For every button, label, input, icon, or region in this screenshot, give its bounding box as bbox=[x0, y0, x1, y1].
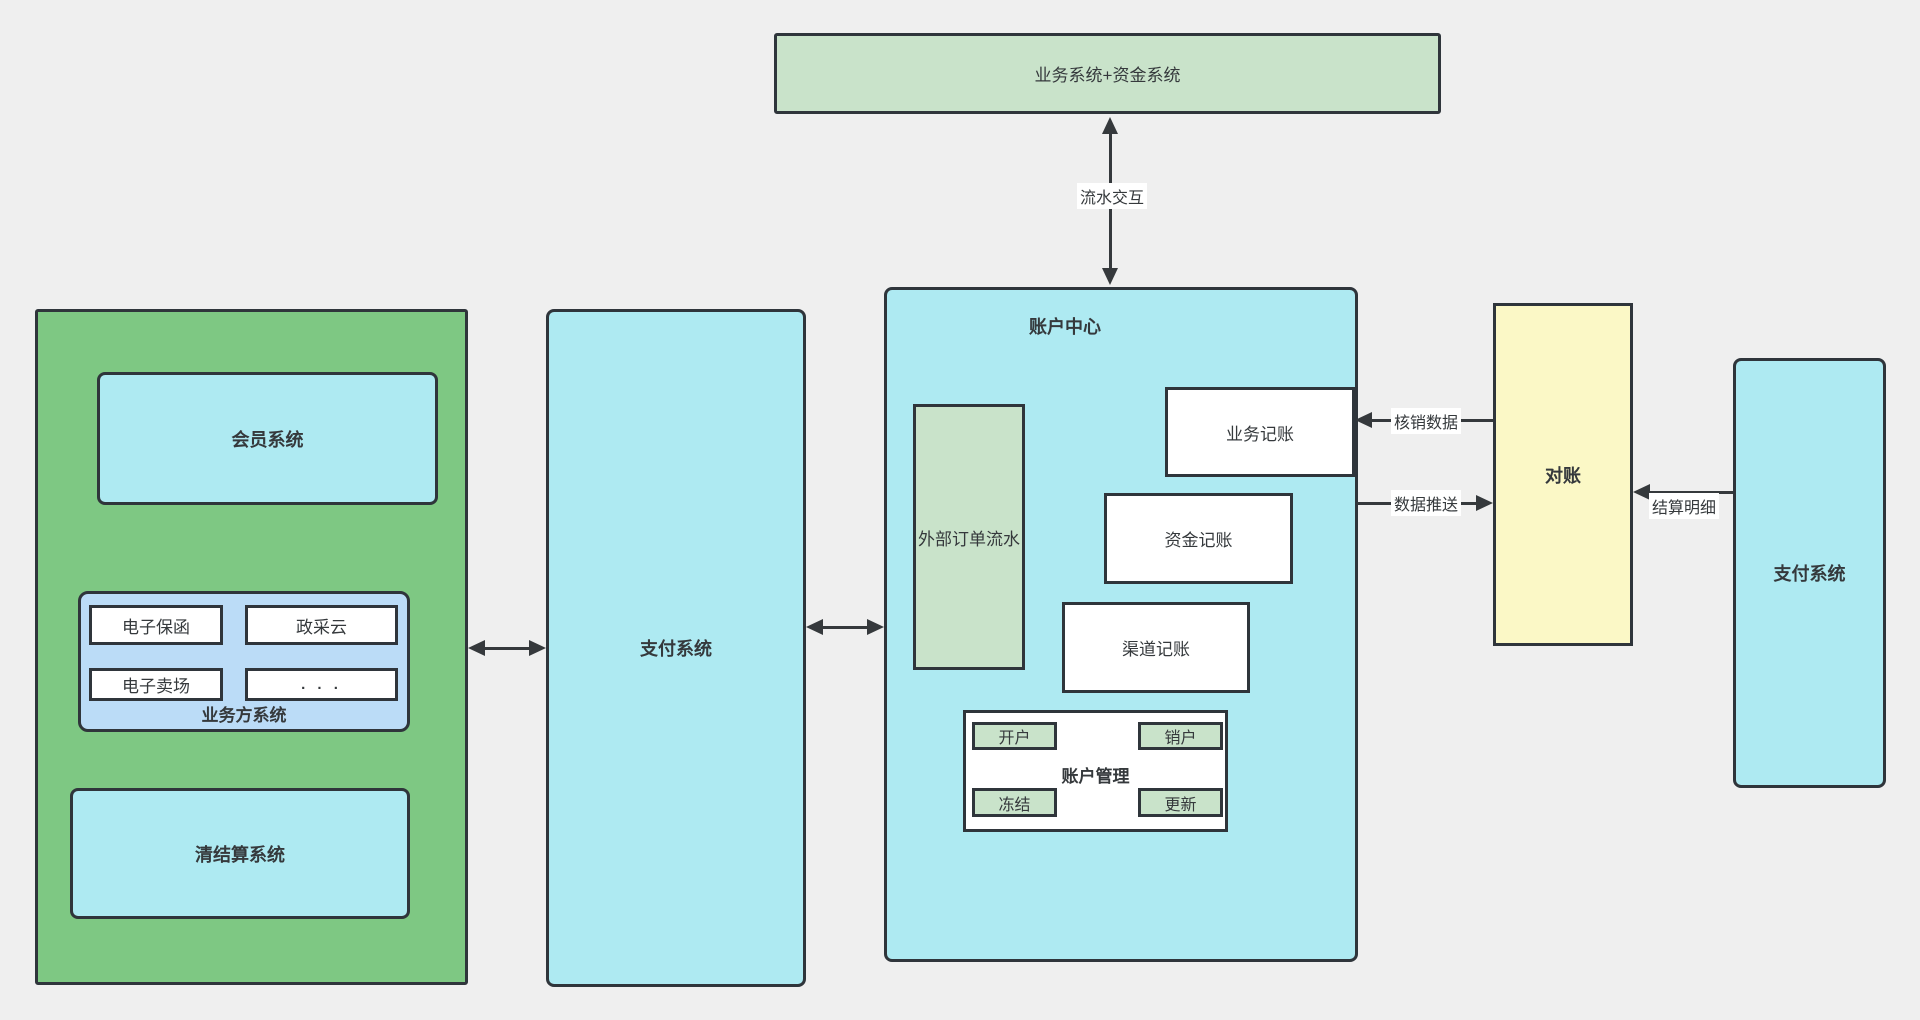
node-channel-accounting-label: 渠道记账 bbox=[1122, 640, 1190, 659]
node-business-accounting-label: 业务记账 bbox=[1226, 424, 1294, 444]
node-payment-system-middle: 支付系统 bbox=[546, 309, 806, 987]
node-update-label: 更新 bbox=[1164, 796, 1197, 814]
node-member-system: 会员系统 bbox=[97, 372, 438, 505]
node-channel-accounting: 渠道记账 bbox=[1062, 602, 1250, 693]
edge-settlement-detail-line bbox=[1646, 491, 1733, 494]
node-e-guarantee-label: 电子保函 bbox=[122, 617, 190, 637]
arrow-left-icon bbox=[806, 619, 823, 635]
node-business-party-system-title: 业务方系统 bbox=[201, 706, 287, 725]
node-more-systems: . . . bbox=[245, 668, 398, 701]
node-e-guarantee: 电子保函 bbox=[89, 605, 223, 645]
arrow-left-icon bbox=[1355, 412, 1372, 428]
edge-settlement-detail-label: 结算明细 bbox=[1648, 493, 1720, 519]
edge-flow-interaction-label: 流水交互 bbox=[1076, 183, 1148, 209]
node-payment-system-middle-label: 支付系统 bbox=[640, 639, 712, 659]
edge-write-off-data-label: 核销数据 bbox=[1390, 408, 1462, 434]
node-business-capital-system-label: 业务系统+资金系统 bbox=[1034, 66, 1181, 85]
node-clearing-settlement-system: 清结算系统 bbox=[70, 788, 410, 919]
node-payment-system-right-label: 支付系统 bbox=[1773, 564, 1846, 584]
arrow-up-icon bbox=[1102, 117, 1118, 134]
node-payment-system-right: 支付系统 bbox=[1733, 358, 1886, 788]
node-clearing-settlement-system-label: 清结算系统 bbox=[195, 844, 285, 865]
node-open-account: 开户 bbox=[972, 722, 1057, 750]
node-e-marketplace-label: 电子卖场 bbox=[122, 677, 190, 696]
edge-data-push-label: 数据推送 bbox=[1390, 490, 1462, 516]
node-close-account-label: 销户 bbox=[1164, 730, 1197, 747]
node-external-order-flow: 外部订单流水 bbox=[913, 404, 1025, 670]
node-business-capital-system: 业务系统+资金系统 bbox=[774, 33, 1441, 114]
node-account-management: 开户 销户 账户管理 冻结 更新 bbox=[963, 710, 1228, 832]
node-reconciliation-label: 对账 bbox=[1545, 465, 1581, 486]
node-update: 更新 bbox=[1138, 788, 1223, 817]
arrow-left-icon bbox=[1633, 484, 1650, 500]
arrow-right-icon bbox=[867, 619, 884, 635]
edge-platform-payment-line bbox=[481, 647, 533, 650]
edge-payment-account-center-line bbox=[819, 626, 871, 629]
node-external-order-flow-label: 外部订单流水 bbox=[918, 529, 1020, 549]
arrow-down-icon bbox=[1102, 268, 1118, 285]
node-freeze-label: 冻结 bbox=[998, 796, 1031, 814]
arrow-left-icon bbox=[468, 640, 485, 656]
node-capital-accounting: 资金记账 bbox=[1104, 493, 1293, 584]
node-freeze: 冻结 bbox=[972, 788, 1057, 817]
node-e-marketplace: 电子卖场 bbox=[89, 668, 223, 701]
node-account-center-title: 账户中心 bbox=[1029, 317, 1101, 337]
node-gov-procurement-cloud: 政采云 bbox=[245, 605, 398, 645]
node-gov-procurement-cloud-label: 政采云 bbox=[296, 617, 347, 637]
node-capital-accounting-label: 资金记账 bbox=[1164, 531, 1233, 550]
node-business-party-system: 电子保函 政采云 电子卖场 . . . 业务方系统 bbox=[78, 591, 410, 732]
node-open-account-label: 开户 bbox=[998, 730, 1031, 747]
node-close-account: 销户 bbox=[1138, 722, 1223, 750]
node-more-systems-label: . . . bbox=[301, 676, 342, 693]
node-reconciliation: 对账 bbox=[1493, 303, 1633, 646]
node-business-accounting: 业务记账 bbox=[1165, 387, 1355, 477]
arrow-right-icon bbox=[529, 640, 546, 656]
node-member-system-label: 会员系统 bbox=[231, 429, 304, 450]
arrow-right-icon bbox=[1476, 495, 1493, 511]
node-account-management-title: 账户管理 bbox=[1061, 767, 1130, 786]
